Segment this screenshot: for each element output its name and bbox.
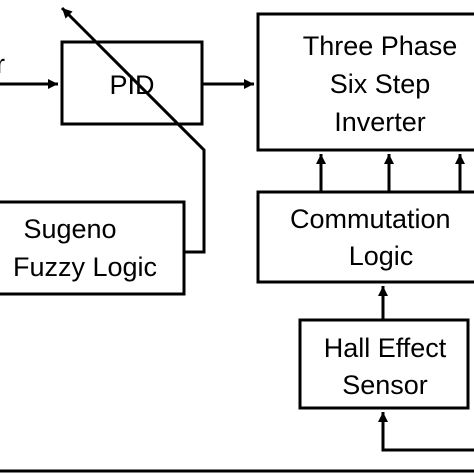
fuzzy-label-line1: Sugeno (23, 214, 116, 244)
inverter-label-line3: Inverter (334, 107, 426, 137)
fuzzy-logic-block (0, 200, 186, 296)
fuzzy-label-line2: Fuzzy Logic (13, 252, 157, 282)
hall-sensor-block (298, 318, 470, 410)
tuning-arrow (60, 6, 206, 254)
inverter-label-line1: Three Phase (303, 31, 458, 61)
hall-label-line2: Sensor (342, 370, 428, 400)
commutation-label-line1: Commutation (290, 204, 451, 234)
motor-feedback-arrow (378, 412, 474, 452)
inverter-label-line2: Six Step (330, 69, 431, 99)
hall-label-line1: Hall Effect (324, 333, 447, 363)
commutation-block (256, 190, 474, 284)
inverter-block (256, 12, 474, 152)
commutation-label-line2: Logic (349, 241, 414, 271)
input-label: r (0, 49, 5, 79)
